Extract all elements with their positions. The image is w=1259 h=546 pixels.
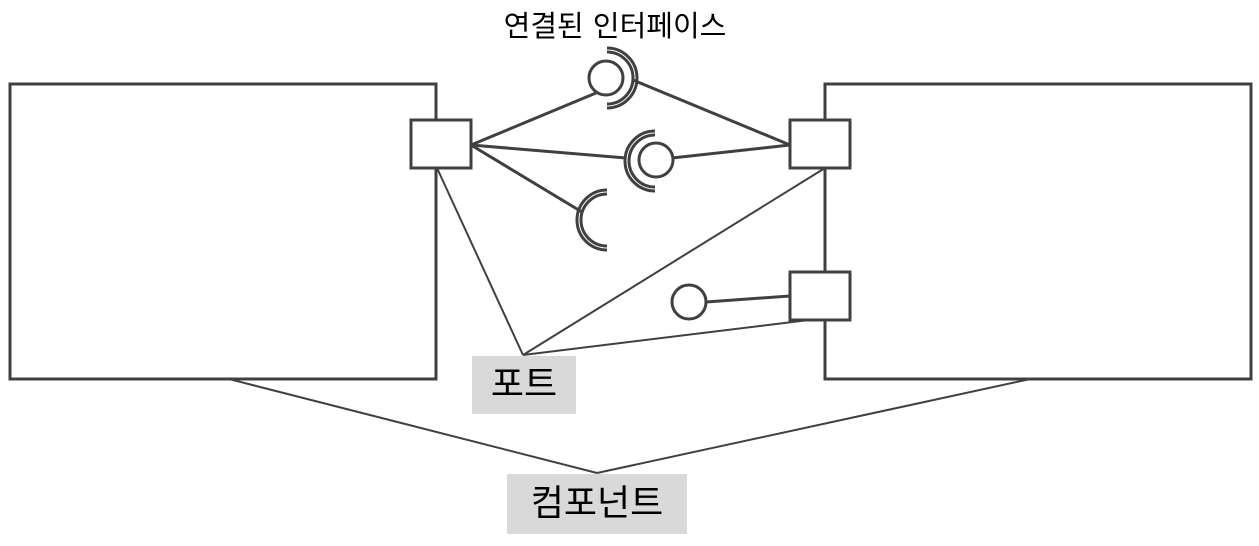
right-port-bottom — [788, 270, 852, 322]
socket-icon — [623, 129, 656, 193]
component-callout-line-right — [596, 377, 1036, 474]
socket-inner-icon — [579, 192, 608, 248]
interface-line-top-to-right — [632, 78, 791, 147]
port-label: 포트 — [472, 356, 576, 414]
interface-line-lollipop — [705, 294, 791, 304]
component-callout-lines — [224, 377, 1036, 474]
socket-interface — [575, 188, 608, 252]
component-callout-line-left — [224, 377, 598, 474]
interface-line-left-to-middle — [470, 143, 627, 160]
socket-inner-icon — [627, 133, 656, 189]
interface-line-left-to-socket — [470, 143, 583, 214]
socket-icon — [606, 46, 639, 110]
ball-icon — [637, 141, 675, 179]
right-component — [823, 82, 1253, 381]
connected-interface-top — [587, 46, 639, 110]
component-label: 컴포넌트 — [507, 474, 687, 534]
port-callout-line-left — [436, 167, 524, 356]
connected-interface-label: 연결된 인터페이스 — [503, 9, 727, 43]
ball-icon — [587, 59, 625, 97]
connected-interface-middle — [623, 129, 675, 193]
interface-line-left-to-top — [470, 91, 597, 147]
port-callout-lines — [436, 167, 826, 356]
socket-inner-icon — [606, 50, 635, 106]
lollipop-ball-icon — [670, 283, 708, 321]
port-callout-line-right-bottom — [522, 317, 826, 356]
port-callout-line-right-top — [522, 167, 826, 356]
left-component — [8, 82, 438, 381]
left-port — [409, 118, 473, 170]
right-port-top — [788, 118, 852, 170]
interface-lines — [470, 78, 791, 304]
socket-icon — [575, 188, 608, 252]
interface-line-middle-to-right — [671, 143, 791, 160]
